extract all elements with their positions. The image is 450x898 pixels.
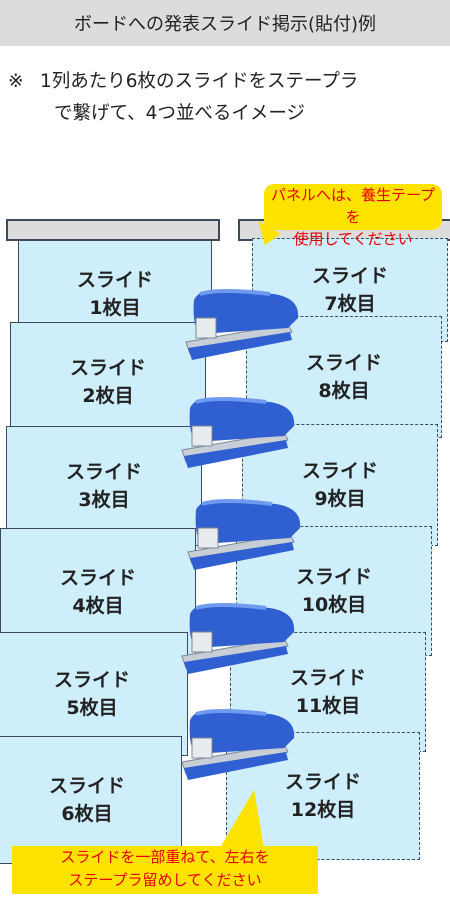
note-line-2: で繋げて、4つ並べるイメージ [54,103,305,124]
slide-label: スライド 12枚目 [284,771,361,821]
slide-label: スライド 3枚目 [65,461,142,511]
slide-label: スライド 5枚目 [53,669,130,719]
staple-callout-line-2: ステープラ留めしてください [68,871,262,889]
panel-hanger-left [6,219,220,241]
slide-label: スライド 2枚目 [69,357,146,407]
slide-label: スライド 10枚目 [295,566,372,616]
slide-5: スライド 5枚目 [0,632,188,756]
tape-callout-line-2: 使用してください [293,230,413,248]
slide-2: スライド 2枚目 [10,322,206,442]
tape-callout-line-1: パネルへは、養生テープを [270,186,436,226]
page-title: ボードへの発表スライド掲示(貼付)例 [0,0,450,46]
slide-label: スライド 6枚目 [48,775,125,825]
stapler-icon [181,709,295,780]
stapler-icon [187,499,301,570]
staple-callout: スライドを一部重ねて、左右を ステープラ留めしてください [12,846,318,894]
tape-callout: パネルへは、養生テープを 使用してください [264,184,442,248]
note-line-1: 1列あたり6枚のスライドをステープラ [40,71,359,92]
slide-label: スライド 9枚目 [301,460,378,510]
stapler-icon [185,289,299,360]
slide-3: スライド 3枚目 [6,426,202,546]
staple-callout-line-1: スライドを一部重ねて、左右を [60,848,270,866]
slide-label: スライド 7枚目 [311,265,388,315]
stapler-icon [181,397,295,468]
slide-label: スライド 4枚目 [59,567,136,617]
note-mark: ※ [8,71,24,92]
slide-label: スライド 11枚目 [289,667,366,717]
slide-label: スライド 1枚目 [76,269,153,319]
slide-label: スライド 8枚目 [305,352,382,402]
stapler-icon [181,603,295,674]
slide-6: スライド 6枚目 [0,736,182,864]
